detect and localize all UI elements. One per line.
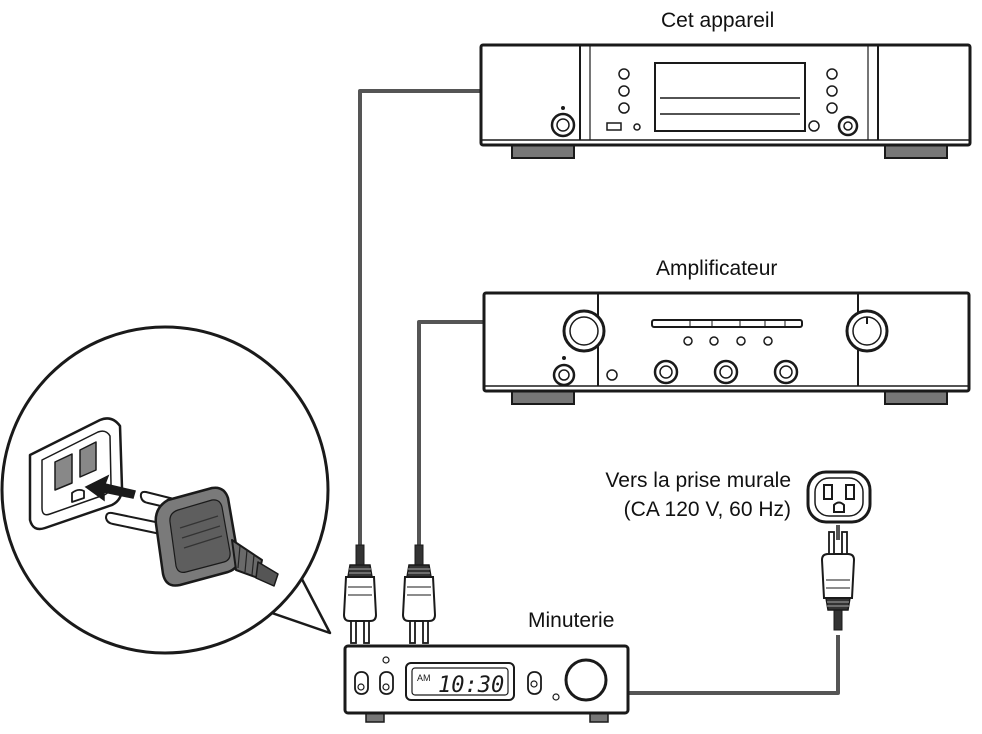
device-label: Cet appareil <box>661 9 775 32</box>
callout-large-plug <box>105 486 279 587</box>
device-unit <box>479 43 972 159</box>
device-foot-right <box>884 144 948 159</box>
timer-clock-readout: 10:30 <box>438 673 504 698</box>
amplifier-body <box>482 291 971 393</box>
wall-outlet-icon <box>806 470 872 524</box>
amplifier-label: Amplificateur <box>656 257 778 280</box>
wall-outlet-label: Vers la prise murale <box>605 469 791 492</box>
timer-label: Minuterie <box>528 609 615 632</box>
amplifier-unit <box>482 291 971 405</box>
timer-am-indicator: AM <box>417 673 431 683</box>
device-foot-left <box>511 144 575 159</box>
amplifier-power-plug <box>402 544 436 644</box>
wall-outlet-spec-label: (CA 120 V, 60 Hz) <box>623 498 791 521</box>
device-power-cable <box>358 89 487 545</box>
plug-insertion-callout <box>0 325 332 655</box>
insertion-arrow-icon <box>84 474 136 502</box>
usb-port-icon <box>606 122 622 131</box>
timer-wall-plug <box>821 531 855 631</box>
timer-power-cable <box>628 635 840 695</box>
timer-unit <box>343 644 630 723</box>
amplifier-power-cable <box>417 320 487 545</box>
cables <box>358 89 840 695</box>
disc-tray <box>654 62 806 132</box>
callout-wall-socket <box>28 417 124 531</box>
timer-knob <box>564 658 608 702</box>
device-power-plug <box>343 544 377 644</box>
